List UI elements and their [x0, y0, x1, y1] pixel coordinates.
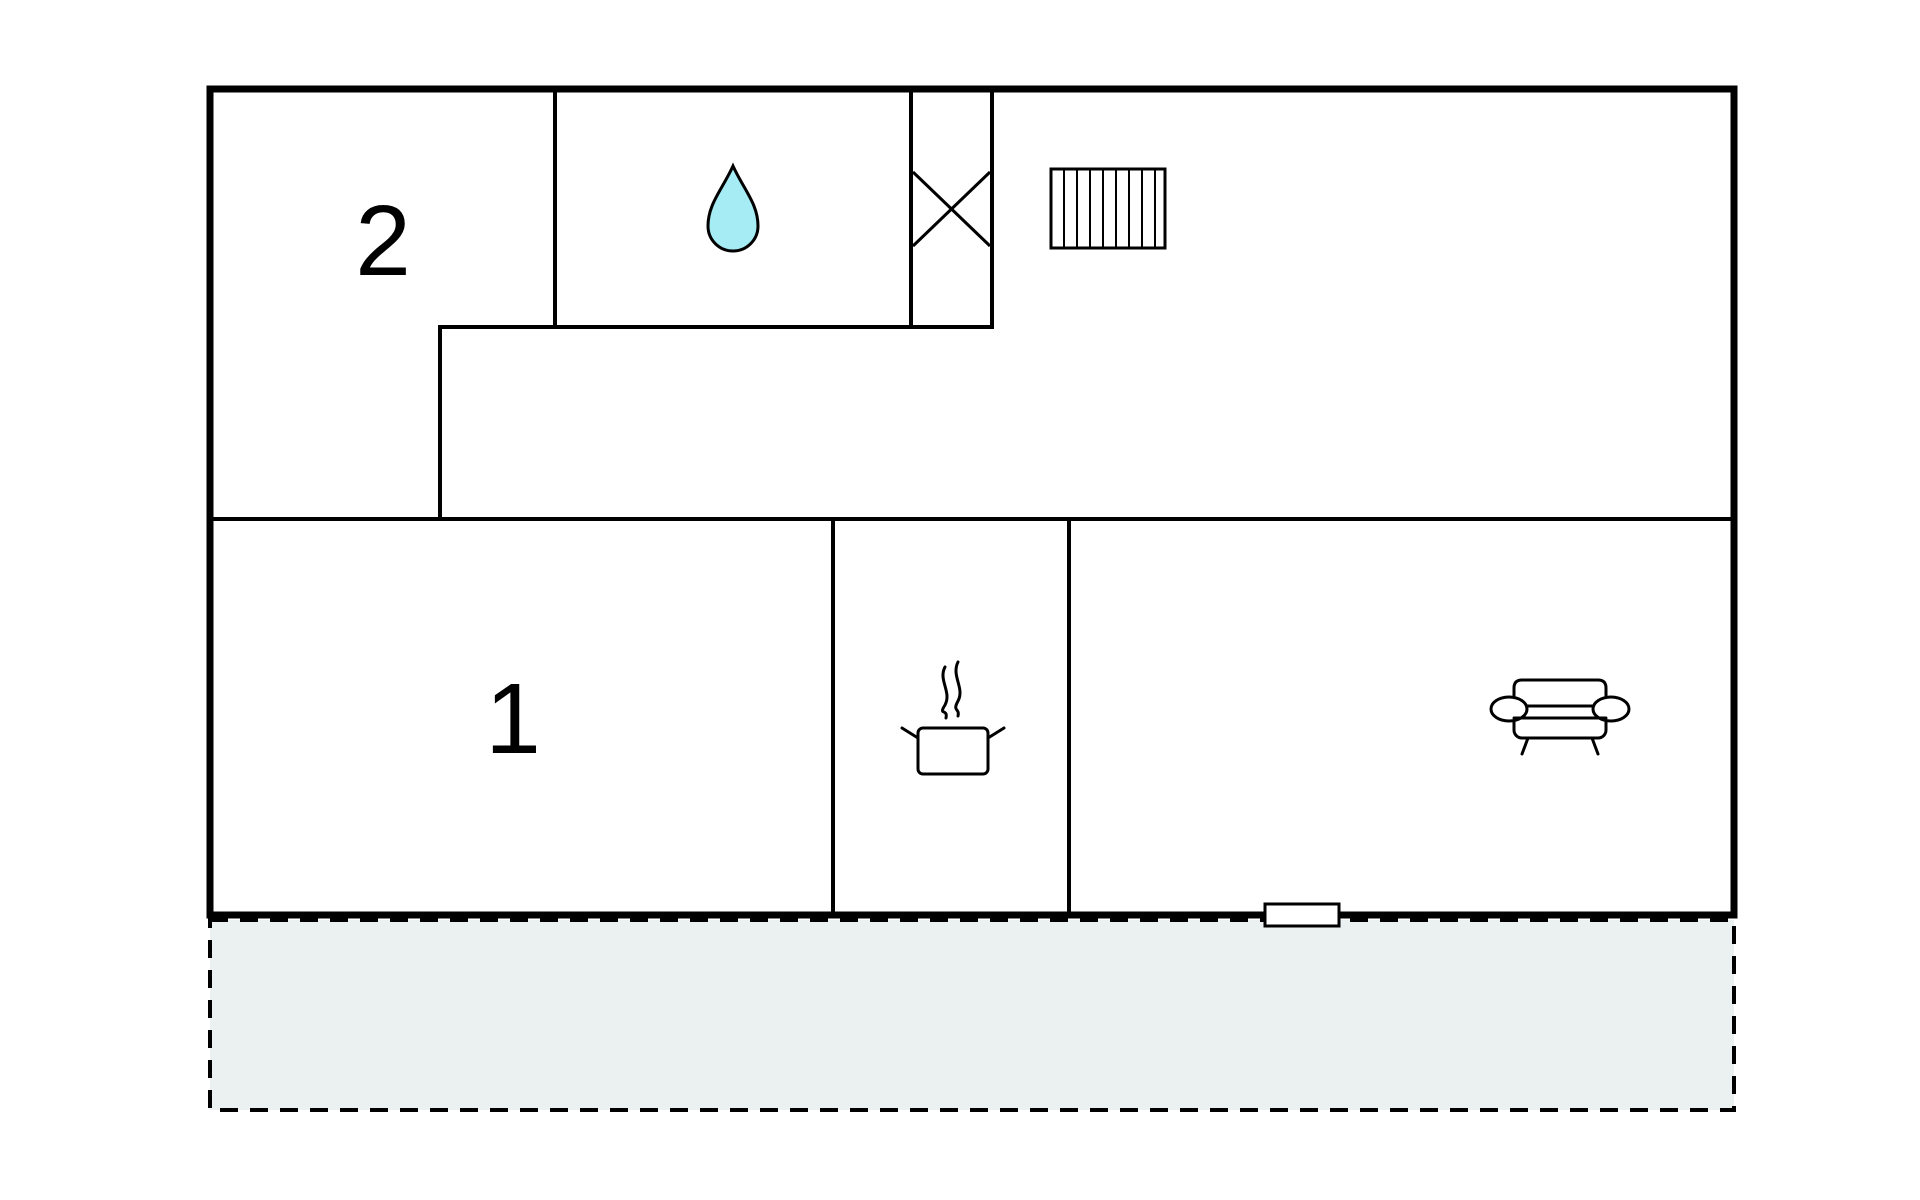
terrace-area — [208, 918, 1736, 1112]
interior-walls — [210, 92, 1733, 914]
water-drop-icon — [706, 162, 760, 253]
cooking-pot-icon — [900, 660, 1006, 776]
door-icon — [1263, 902, 1341, 928]
room-number-1: 1 — [485, 663, 541, 775]
room-number-2: 2 — [355, 185, 411, 297]
stairs-icon — [1049, 167, 1167, 250]
outer-walls — [206, 85, 1738, 919]
sofa-icon — [1489, 678, 1631, 756]
shaft-icon — [911, 170, 992, 248]
